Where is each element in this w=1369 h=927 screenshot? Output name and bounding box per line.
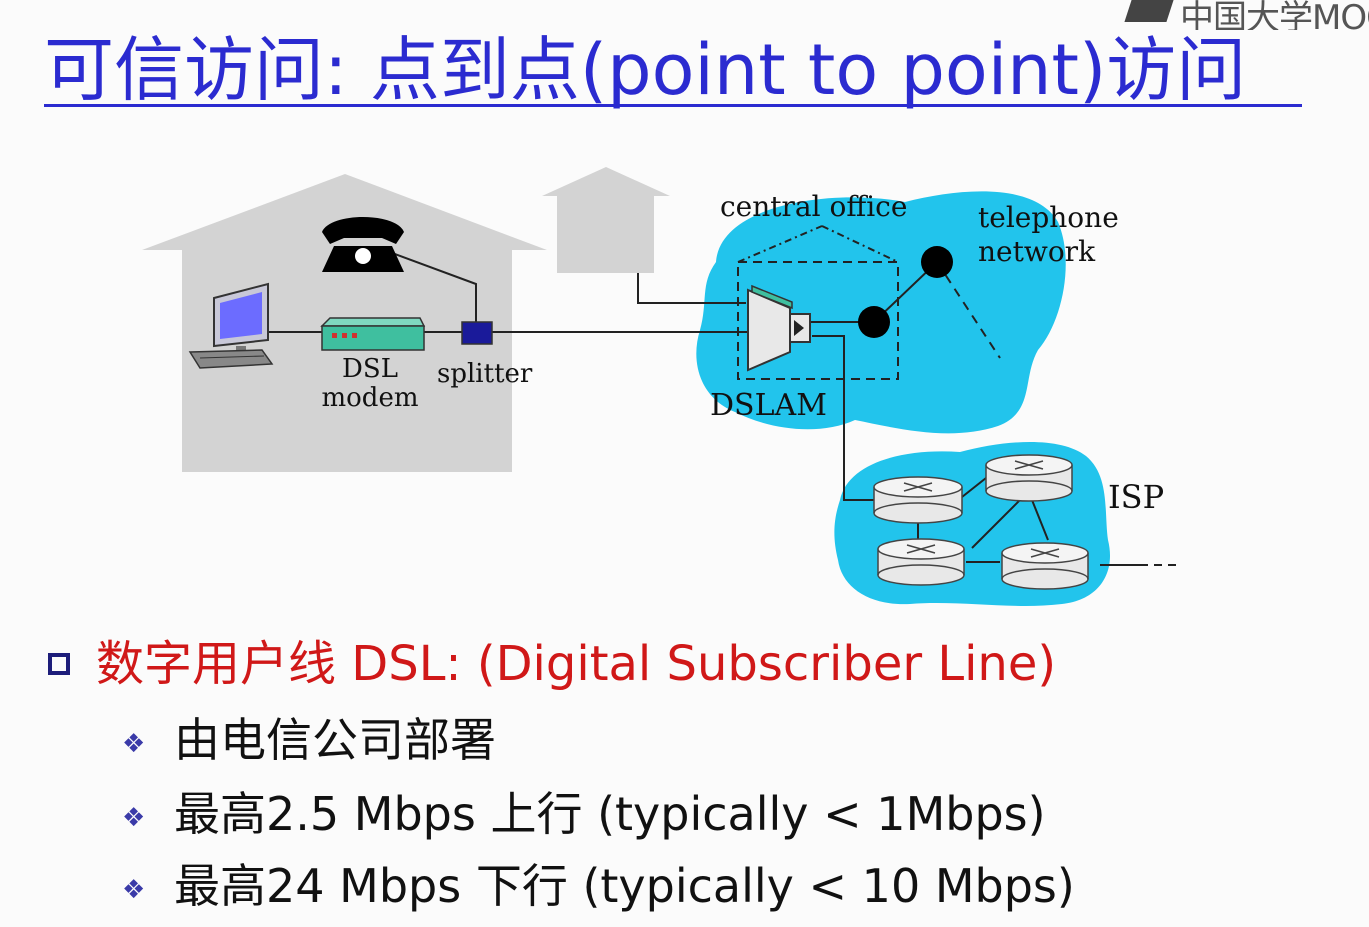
isp-label: ISP: [1108, 478, 1164, 516]
sub-bullet: ❖ 最高2.5 Mbps 上行 (typically < 1Mbps): [122, 778, 1046, 854]
bullet-main: 数字用户线 DSL: (Digital Subscriber Line): [48, 628, 1056, 700]
slide-title: 可信访问: 点到点(point to point)访问: [44, 29, 1247, 111]
mooc-watermark: 中国大学MOOC: [1122, 0, 1369, 30]
telephone-network-label: telephone: [978, 201, 1119, 234]
router-icon: [877, 538, 965, 586]
computer-icon: [188, 282, 274, 369]
sub-bullet: ❖ 最高24 Mbps 下行 (typically < 10 Mbps): [122, 850, 1075, 926]
sub-bullet-text: 由电信公司部署: [174, 713, 496, 767]
telephone-switch-node: [921, 246, 953, 278]
sub-bullet-text: 最高2.5 Mbps 上行 (typically < 1Mbps): [174, 787, 1046, 841]
router-icon: [985, 454, 1073, 502]
dsl-modem-icon: [320, 317, 426, 351]
diamond-bullet-icon: ❖: [122, 802, 146, 833]
dslam-label: DSLAM: [710, 388, 827, 423]
bullet-main-text: 数字用户线 DSL: (Digital Subscriber Line): [96, 636, 1057, 692]
splitter-label: splitter: [437, 359, 533, 389]
small-house-shape: [542, 167, 670, 273]
square-bullet-icon: [48, 653, 70, 675]
diamond-bullet-icon: ❖: [122, 728, 146, 759]
splitter-box-icon: [461, 321, 493, 345]
central-office-outline: [737, 225, 899, 380]
telephone-network-label: network: [978, 235, 1096, 268]
telephone-switch-node: [858, 306, 890, 338]
title-underline: [44, 104, 1302, 107]
dslam-device-icon: [747, 284, 811, 372]
watermark-text: 中国大学MOOC: [1180, 0, 1369, 30]
sub-bullet-text: 最高24 Mbps 下行 (typically < 10 Mbps): [174, 859, 1075, 913]
central-office-label: central office: [720, 190, 907, 223]
dsl-modem-label: modem: [322, 383, 419, 413]
router-icon: [1001, 542, 1089, 590]
telephone-icon: [322, 217, 404, 272]
dsl-modem-label: DSL: [342, 354, 398, 384]
sub-bullet: ❖ 由电信公司部署: [122, 704, 496, 780]
diamond-bullet-icon: ❖: [122, 874, 146, 905]
router-icon: [873, 476, 963, 524]
